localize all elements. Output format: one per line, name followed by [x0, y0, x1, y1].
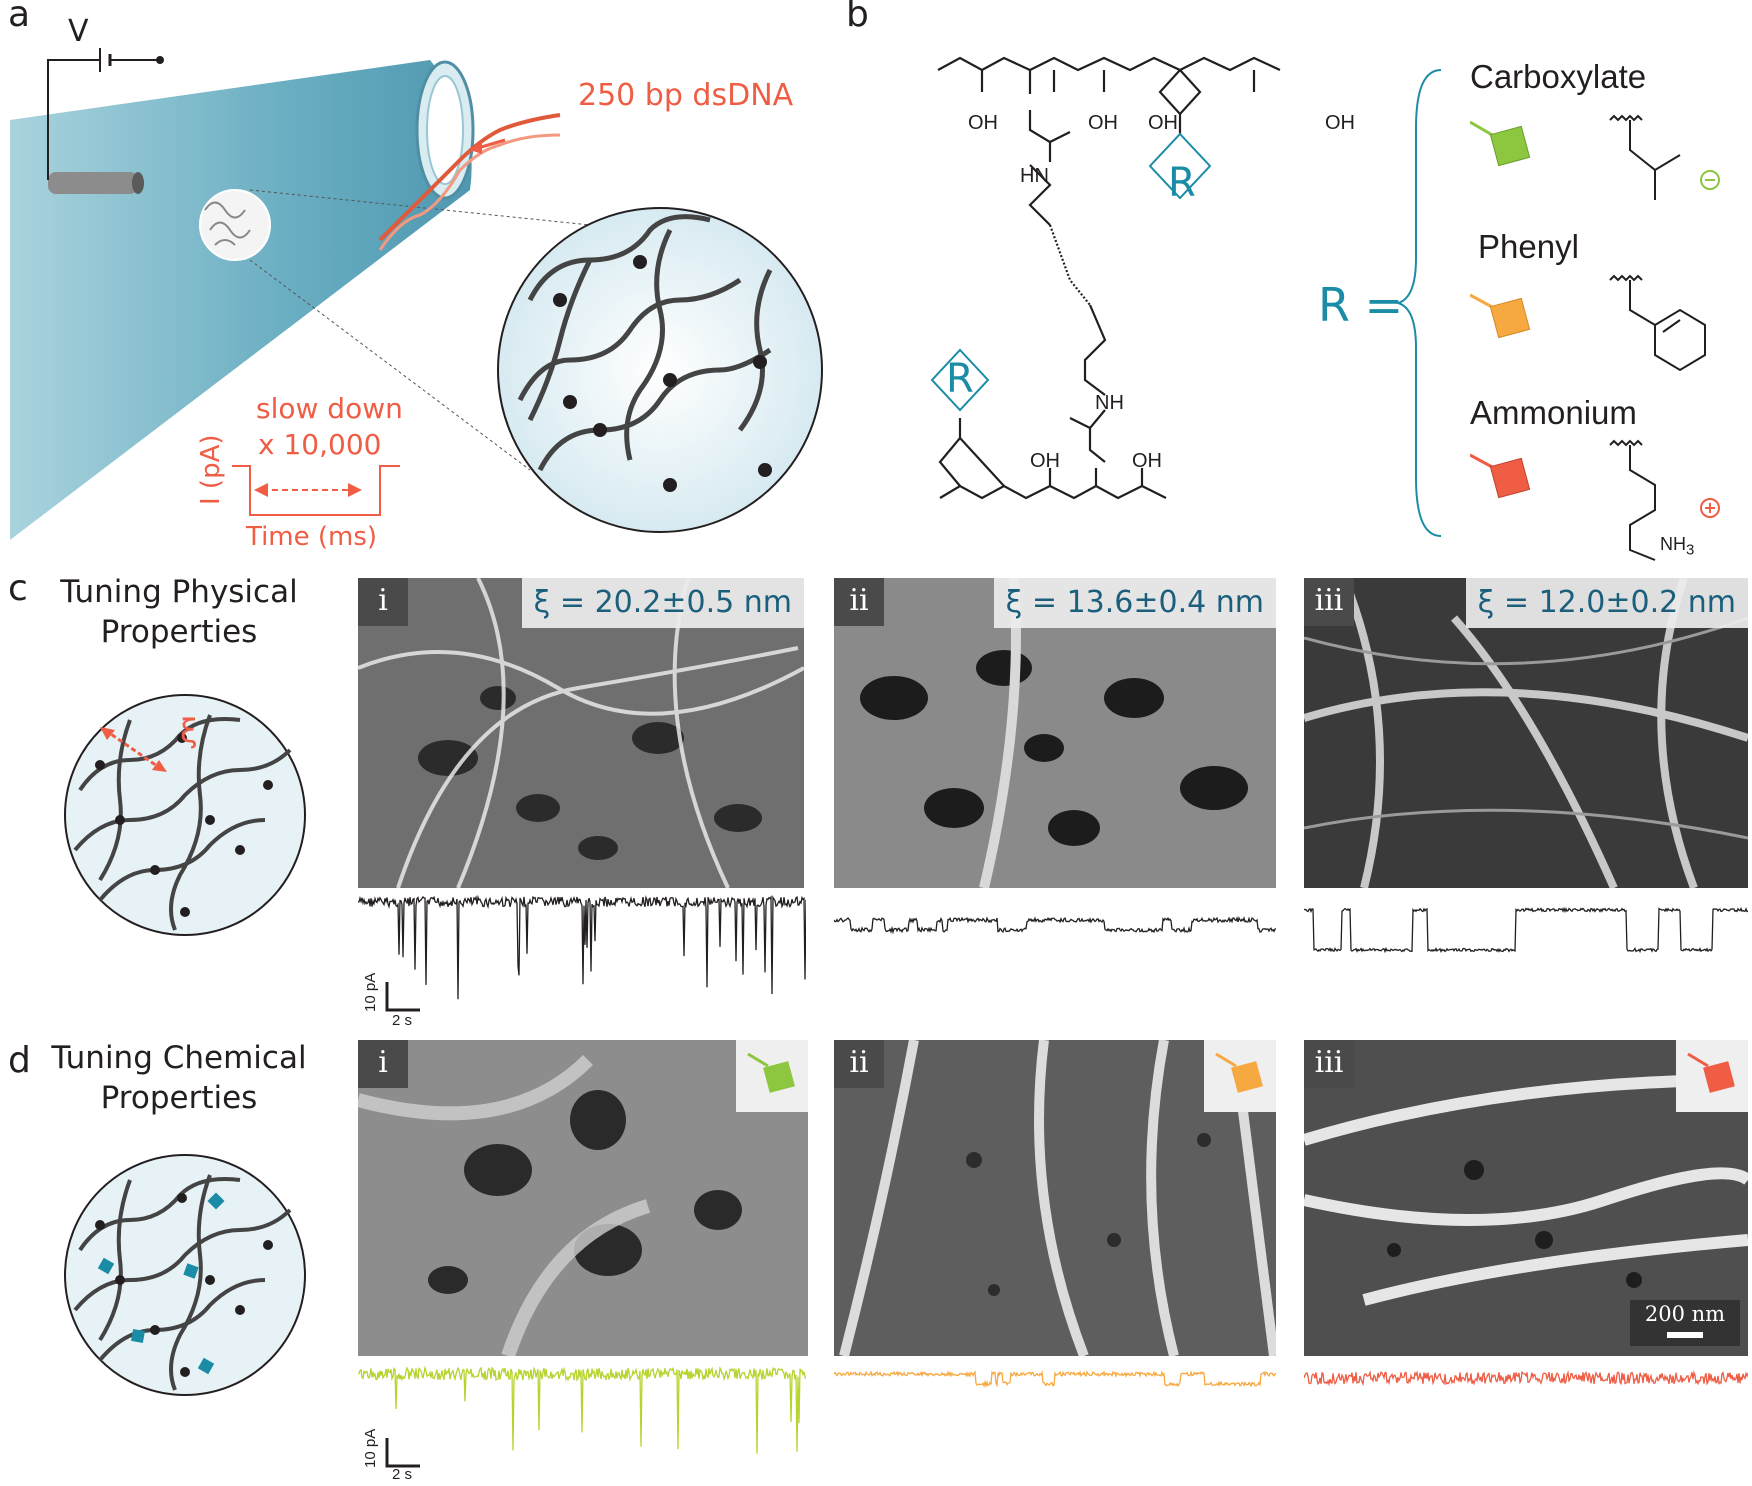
- current-trace-c-iii: [1304, 906, 1748, 954]
- sem-image-c-i: i ξ = 20.2±0.5 nm: [358, 578, 804, 888]
- oh-label-5: OH: [1030, 450, 1060, 472]
- nh3-text: NH: [1660, 534, 1686, 554]
- trace-c-iii-line: [1304, 906, 1748, 954]
- dsdna-label: 250 bp dsDNA: [578, 78, 794, 113]
- electrode: [48, 172, 138, 194]
- r-symbol-bottom: R: [946, 356, 974, 402]
- carboxylate-chip-icon: [763, 1061, 795, 1093]
- trace-c-i-line: [358, 894, 806, 1000]
- panel-a-letter: a: [8, 0, 31, 35]
- current-trace-schematic: [232, 465, 400, 516]
- polymer-structure: [930, 56, 1281, 500]
- mesh-size-c-i: ξ = 20.2±0.5 nm: [521, 578, 804, 628]
- scale-y-c: 10 pA: [362, 972, 379, 1012]
- phenyl-icon: [1489, 297, 1531, 339]
- scale-bar-200nm: 200 nm: [1630, 1300, 1740, 1346]
- sem-image-d-i: i: [358, 1040, 808, 1356]
- trace-d-iii-line: [1304, 1369, 1748, 1387]
- scale-bar-line: [1667, 1332, 1703, 1338]
- image-tag-c-ii: ii: [834, 578, 884, 626]
- voltage-label: V: [68, 14, 89, 49]
- r-group-structures: [1470, 114, 1720, 561]
- nanopore-illustration: [10, 48, 823, 540]
- nh3-subscript: 3: [1686, 541, 1695, 559]
- oh-label-1: OH: [968, 112, 998, 134]
- panel-d-letter: d: [8, 1040, 31, 1081]
- oh-label-2: OH: [1088, 112, 1118, 134]
- ammonium-icon: [1489, 457, 1531, 499]
- image-tag-d-i: i: [358, 1040, 408, 1088]
- current-trace-d-ii: [834, 1369, 1276, 1389]
- panel-b-letter: b: [846, 0, 869, 35]
- current-trace-c-i: [358, 894, 806, 1000]
- r-brace: [1396, 69, 1442, 537]
- scale-bar-label: 200 nm: [1644, 1302, 1726, 1326]
- carboxylate-icon: [1489, 125, 1531, 167]
- ammonium-chip-icon: [1703, 1061, 1735, 1093]
- nh3-label: NH3: [1660, 534, 1694, 559]
- scale-x-c: 2 s: [392, 1012, 413, 1029]
- slowdown-label-2: x 10,000: [258, 428, 382, 461]
- gel-zoom-source: [199, 189, 271, 261]
- scale-x-d: 2 s: [392, 1466, 413, 1483]
- panel-c-letter: c: [8, 568, 28, 609]
- image-tag-c-i: i: [358, 578, 408, 626]
- oh-label-3: OH: [1148, 112, 1178, 134]
- panel-d-title: Tuning Chemical Properties: [51, 1040, 307, 1116]
- sem-image-d-ii: ii: [834, 1040, 1276, 1356]
- current-axis-label: I (pA): [196, 434, 226, 505]
- panel-c-title: Tuning Physical Properties: [60, 574, 298, 650]
- nanopore-cone: [10, 60, 472, 540]
- mesh-size-symbol: ξ: [180, 712, 198, 750]
- trace-c-ii-line: [834, 916, 1276, 935]
- sem-image-d-iii: iii 200 nm: [1304, 1040, 1748, 1356]
- scale-bar-c: [385, 982, 420, 1012]
- circuit-wire: [47, 59, 100, 180]
- scale-y-d: 10 pA: [362, 1428, 379, 1468]
- trace-d-i-line: [358, 1365, 806, 1454]
- hn-label: HN: [1020, 165, 1049, 187]
- current-trace-d-iii: [1304, 1369, 1748, 1387]
- phenyl-chip: [1204, 1040, 1276, 1112]
- phenyl-chip-icon: [1231, 1061, 1263, 1093]
- time-axis-label: Time (ms): [246, 522, 378, 552]
- nh-label: NH: [1095, 392, 1124, 414]
- image-tag-d-ii: ii: [834, 1040, 884, 1088]
- image-tag-d-iii: iii: [1304, 1040, 1354, 1088]
- physical-network-icon: [64, 694, 306, 936]
- mesh-size-c-iii: ξ = 12.0±0.2 nm: [1465, 578, 1748, 628]
- current-trace-c-ii: [834, 916, 1276, 935]
- dna-strand: [378, 113, 561, 242]
- oh-label-6: OH: [1132, 450, 1162, 472]
- group-ammonium-label: Ammonium: [1470, 394, 1637, 431]
- image-tag-c-iii: iii: [1304, 578, 1354, 626]
- sem-image-c-ii: ii ξ = 13.6±0.4 nm: [834, 578, 1276, 888]
- r-equals: R =: [1318, 278, 1404, 332]
- slowdown-label-1: slow down: [256, 392, 403, 425]
- ammonium-chip: [1676, 1040, 1748, 1112]
- scale-bar-d: [385, 1438, 420, 1468]
- oh-label-4: OH: [1325, 112, 1355, 134]
- trace-d-ii-line: [834, 1369, 1276, 1389]
- r-symbol-top: R: [1168, 160, 1196, 206]
- carboxylate-chip: [736, 1040, 808, 1112]
- chemical-network-icon: [64, 1154, 306, 1396]
- group-phenyl-label: Phenyl: [1478, 228, 1579, 265]
- group-carboxylate-label: Carboxylate: [1470, 58, 1647, 95]
- current-trace-d-i: [358, 1365, 806, 1454]
- sem-image-c-iii: iii ξ = 12.0±0.2 nm: [1304, 578, 1748, 888]
- mesh-size-c-ii: ξ = 13.6±0.4 nm: [993, 578, 1276, 628]
